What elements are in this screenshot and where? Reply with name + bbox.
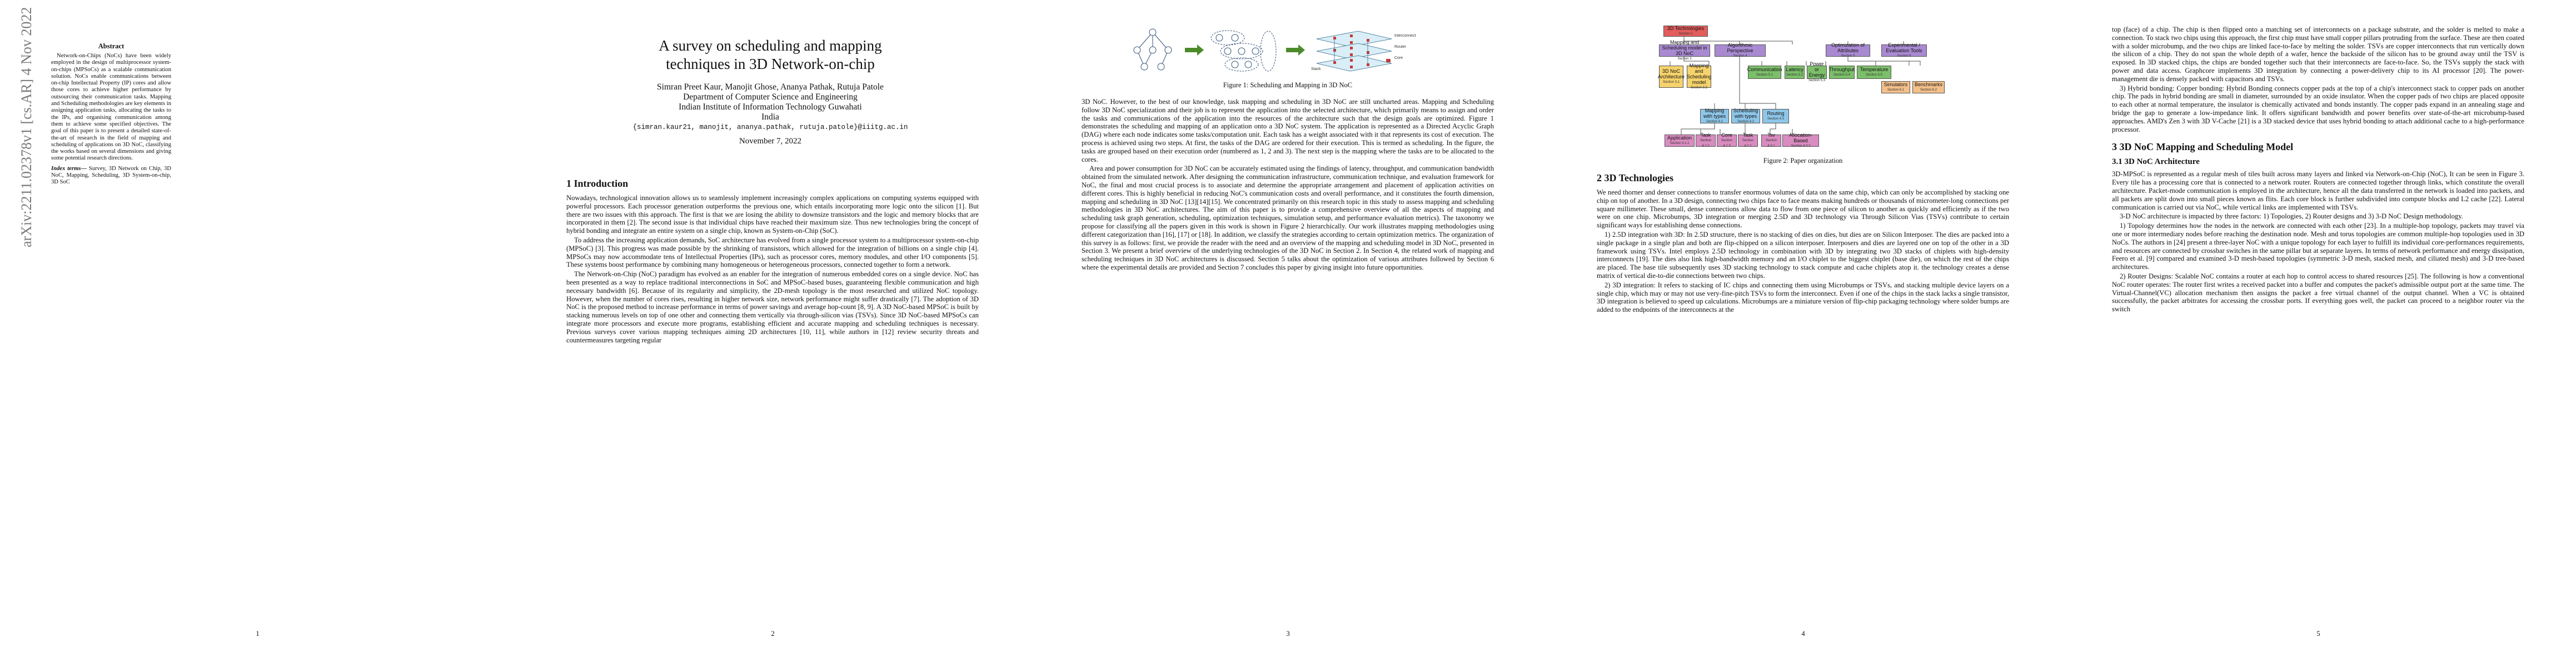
dag-node [1149,46,1157,54]
title-block: A survey on scheduling and mapping techn… [582,37,959,146]
arrow-icon [1185,44,1204,56]
body-text: 2 3D Technologies We need thorner and de… [1597,168,2009,315]
author-email: {simran.kaur21, manojit, ananya.pathak, … [632,123,908,131]
abstract-block: Abstract Network-on-Chips (NoCs) have be… [51,42,171,186]
page-number: 1 [256,629,260,638]
page-number: 3 [1286,629,1290,638]
page-2: A survey on scheduling and mapping techn… [515,0,1030,667]
paragraph: 3) Hybrid bonding: Copper bonding: Hybri… [2112,84,2524,133]
dag-node [1133,46,1141,54]
paragraph: Nowadays, technological innovation allow… [566,194,979,235]
dag-node [1149,28,1157,36]
paragraph: The Network-on-Chip (NoC) paradigm has e… [566,270,979,344]
paragraph: 1) Topology determines how the nodes in … [2112,222,2524,271]
paragraph: 3D NoC. However, to the best of our know… [1082,98,1494,163]
fig-label: Stack [1311,67,1321,71]
taxonomy-connectors [1670,37,1921,135]
arrow-icon [1286,44,1305,56]
figure-1-diagram: Interconnect Router Core Stack [1133,28,1416,72]
body-text: 3D NoC. However, to the best of our know… [1082,98,1494,273]
index-terms-label: Index terms— [51,165,87,172]
paragraph: top (face) of a chip. The chip is then f… [2112,26,2524,83]
page-3: Interconnect Router Core Stack Figure 1:… [1030,0,1546,667]
figure-caption: Figure 2: Paper organization [1763,157,1843,165]
fig-label: Router [1394,45,1407,49]
author-country: India [761,112,779,122]
paragraph: We need thorner and denser connections t… [1597,188,2009,230]
index-terms: Index terms— Survey, 3D Network on Chip,… [51,166,171,186]
page-1: arXiv:2211.02378v1 [cs.AR] 4 Nov 2022 Ab… [0,0,515,667]
fig-label: Core [1394,56,1403,60]
page-number: 2 [771,629,775,638]
section-heading: 3 3D NoC Mapping and Scheduling Model [2112,141,2294,153]
paragraph: Area and power consumption for 3D NoC ca… [1082,165,1494,271]
page-number: 4 [1801,629,1805,638]
figure-caption: Figure 1: Scheduling and Mapping in 3D N… [1223,81,1353,89]
paragraph: 1) 2.5D integration with 3D: In 2.5D str… [1597,230,2009,280]
page-5: top (face) of a chip. The chip is then f… [2061,0,2576,667]
paragraph: 3D-MPSoC is represented as a regular mes… [2112,170,2524,211]
paper-date: November 7, 2022 [739,137,802,146]
paragraph: 2) Router Designs: Scalable NoC contains… [2112,272,2524,313]
paragraph: To address the increasing application de… [566,236,979,269]
author-department: Department of Computer Science and Engin… [683,92,858,102]
author-institute: Indian Institute of Information Technolo… [679,102,862,112]
noc-stack [1316,31,1392,72]
arxiv-stamp: arXiv:2211.02378v1 [cs.AR] 4 Nov 2022 [10,7,34,250]
arxiv-stamp-text: arXiv:2211.02378v1 [cs.AR] 4 Nov 2022 [18,7,34,247]
fig-label: Interconnect [1394,34,1416,38]
paper-title: A survey on scheduling and mapping techn… [659,37,882,72]
index-terms-text: Survey, 3D Network on Chip, 3D NoC, Mapp… [51,165,171,186]
section-heading: 1 Introduction [566,178,629,189]
subsection-heading: 3.1 3D NoC Architecture [2112,157,2200,167]
dag-node [1164,46,1172,54]
author-list: Simran Preet Kaur, Manojit Ghose, Ananya… [657,82,884,92]
dag-node [1157,63,1165,71]
dag-graph [1133,28,1172,71]
abstract-title: Abstract [98,42,124,50]
paragraph: 2) 3D integration: It refers to stacking… [1597,281,2009,314]
abstract-text: Network-on-Chips (NoCs) have been widely… [51,53,171,162]
paragraph: 3-D NoC architecture is impacted by thre… [2120,212,2463,221]
section-heading: 2 3D Technologies [1597,172,1674,183]
body-text: top (face) of a chip. The chip is then f… [2112,26,2524,315]
intro-section: 1 Introduction Nowadays, technological i… [566,173,979,345]
scheduled-groups [1210,30,1277,72]
router-icon [1386,59,1391,62]
page-number: 5 [2316,629,2320,638]
dag-node [1140,63,1148,71]
